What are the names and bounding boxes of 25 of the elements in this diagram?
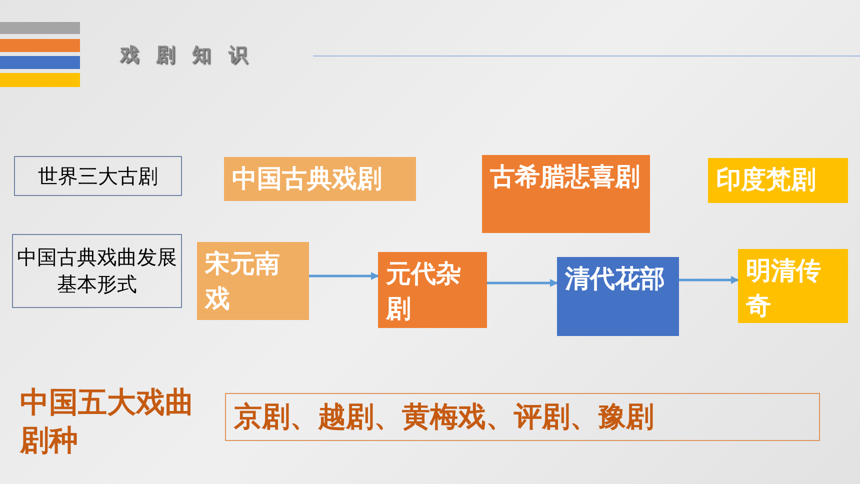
drama-box bbox=[197, 242, 309, 320]
drama-box bbox=[557, 257, 679, 336]
box-text: 印度梵剧 bbox=[716, 164, 816, 196]
box-text: 古希腊悲喜剧 bbox=[490, 161, 640, 193]
box-text: 中国古典戏剧 bbox=[232, 163, 382, 195]
drama-box bbox=[708, 158, 848, 203]
drama-box bbox=[378, 252, 487, 328]
section-heading: 中国五大戏曲剧种 bbox=[20, 384, 195, 459]
box-text: 世界三大古剧 bbox=[38, 162, 158, 190]
box-text: 京剧、越剧、黄梅戏、评剧、豫剧 bbox=[234, 399, 654, 435]
drama-box bbox=[738, 249, 848, 323]
slide-title: 戏剧知识 bbox=[120, 43, 264, 68]
box-text: 元代杂剧 bbox=[386, 258, 462, 325]
box-text: 明清传奇 bbox=[746, 255, 822, 322]
category-box bbox=[12, 234, 182, 308]
arrow bbox=[679, 276, 739, 284]
box-text: 中国古典戏曲发展基本形式 bbox=[16, 244, 178, 298]
drama-box bbox=[482, 155, 650, 233]
arrow bbox=[309, 272, 379, 280]
category-box bbox=[14, 156, 182, 196]
opera-list-box bbox=[225, 393, 820, 441]
box-text: 宋元南戏 bbox=[205, 248, 281, 315]
drama-box bbox=[224, 157, 416, 201]
box-text: 清代花部 bbox=[565, 263, 665, 295]
arrow bbox=[487, 279, 558, 287]
